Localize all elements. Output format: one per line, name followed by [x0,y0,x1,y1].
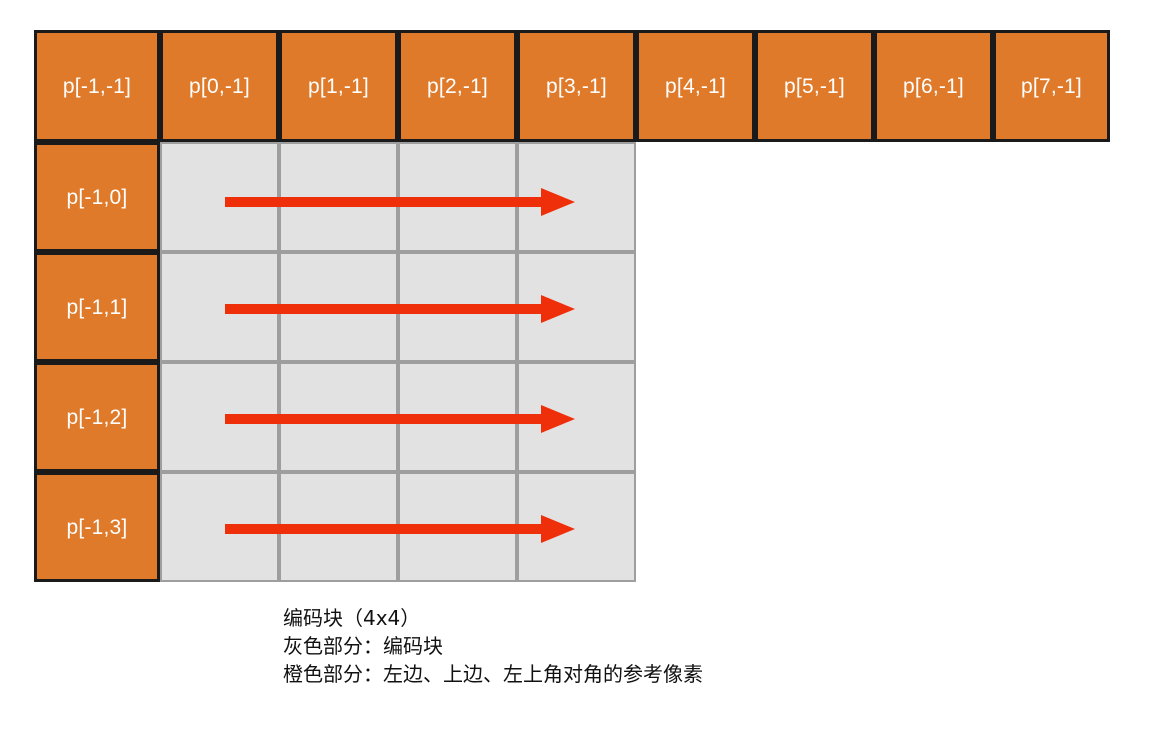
coding-block-cell-0-1 [160,252,279,362]
caption-line-3: 橙色部分：左边、上边、左上角对角的参考像素 [283,662,703,686]
top-reference-cell-3: p[2,-1] [398,30,517,142]
cell-label: p[-1,1] [66,295,128,319]
coding-block-cell-0-3 [160,472,279,582]
coding-block-cell-0-2 [160,362,279,472]
top-reference-cell-5: p[4,-1] [636,30,755,142]
coding-block-cell-1-1 [279,252,398,362]
top-reference-cell-2: p[1,-1] [279,30,398,142]
caption-line-1: 编码块（4x4） [283,606,421,630]
top-reference-cell-7: p[6,-1] [874,30,993,142]
cell-label: p[-1,-1] [62,74,132,98]
left-reference-cell-1: p[-1,1] [34,252,160,362]
coding-block-cell-0-0 [160,142,279,252]
coding-block-cell-2-0 [398,142,517,252]
cell-label: p[4,-1] [665,74,726,98]
cell-label: p[7,-1] [1021,74,1082,98]
cell-label: p[-1,2] [66,405,128,429]
cell-label: p[2,-1] [427,74,488,98]
left-reference-cell-2: p[-1,2] [34,362,160,472]
top-reference-cell-4: p[3,-1] [517,30,636,142]
cell-label: p[-1,3] [66,515,128,539]
cell-label: p[6,-1] [903,74,964,98]
coding-block-cell-1-0 [279,142,398,252]
cell-label: p[1,-1] [308,74,369,98]
cell-label: p[5,-1] [784,74,845,98]
diagram-caption: 编码块（4x4） 灰色部分：编码块 橙色部分：左边、上边、左上角对角的参考像素 [283,604,703,688]
cell-label: p[0,-1] [189,74,250,98]
cell-label: p[3,-1] [546,74,607,98]
top-reference-cell-8: p[7,-1] [993,30,1110,142]
coding-block-cell-1-3 [279,472,398,582]
coding-block-cell-2-3 [398,472,517,582]
left-reference-cell-3: p[-1,3] [34,472,160,582]
top-reference-cell-0: p[-1,-1] [34,30,160,142]
coding-block-cell-2-2 [398,362,517,472]
coding-block-cell-3-3 [517,472,636,582]
left-reference-cell-0: p[-1,0] [34,142,160,252]
coding-block-cell-1-2 [279,362,398,472]
coding-block-cell-3-2 [517,362,636,472]
top-reference-cell-1: p[0,-1] [160,30,279,142]
coding-block-cell-3-0 [517,142,636,252]
caption-line-2: 灰色部分：编码块 [283,634,443,658]
coding-block-cell-3-1 [517,252,636,362]
top-reference-cell-6: p[5,-1] [755,30,874,142]
coding-block-cell-2-1 [398,252,517,362]
cell-label: p[-1,0] [66,185,128,209]
